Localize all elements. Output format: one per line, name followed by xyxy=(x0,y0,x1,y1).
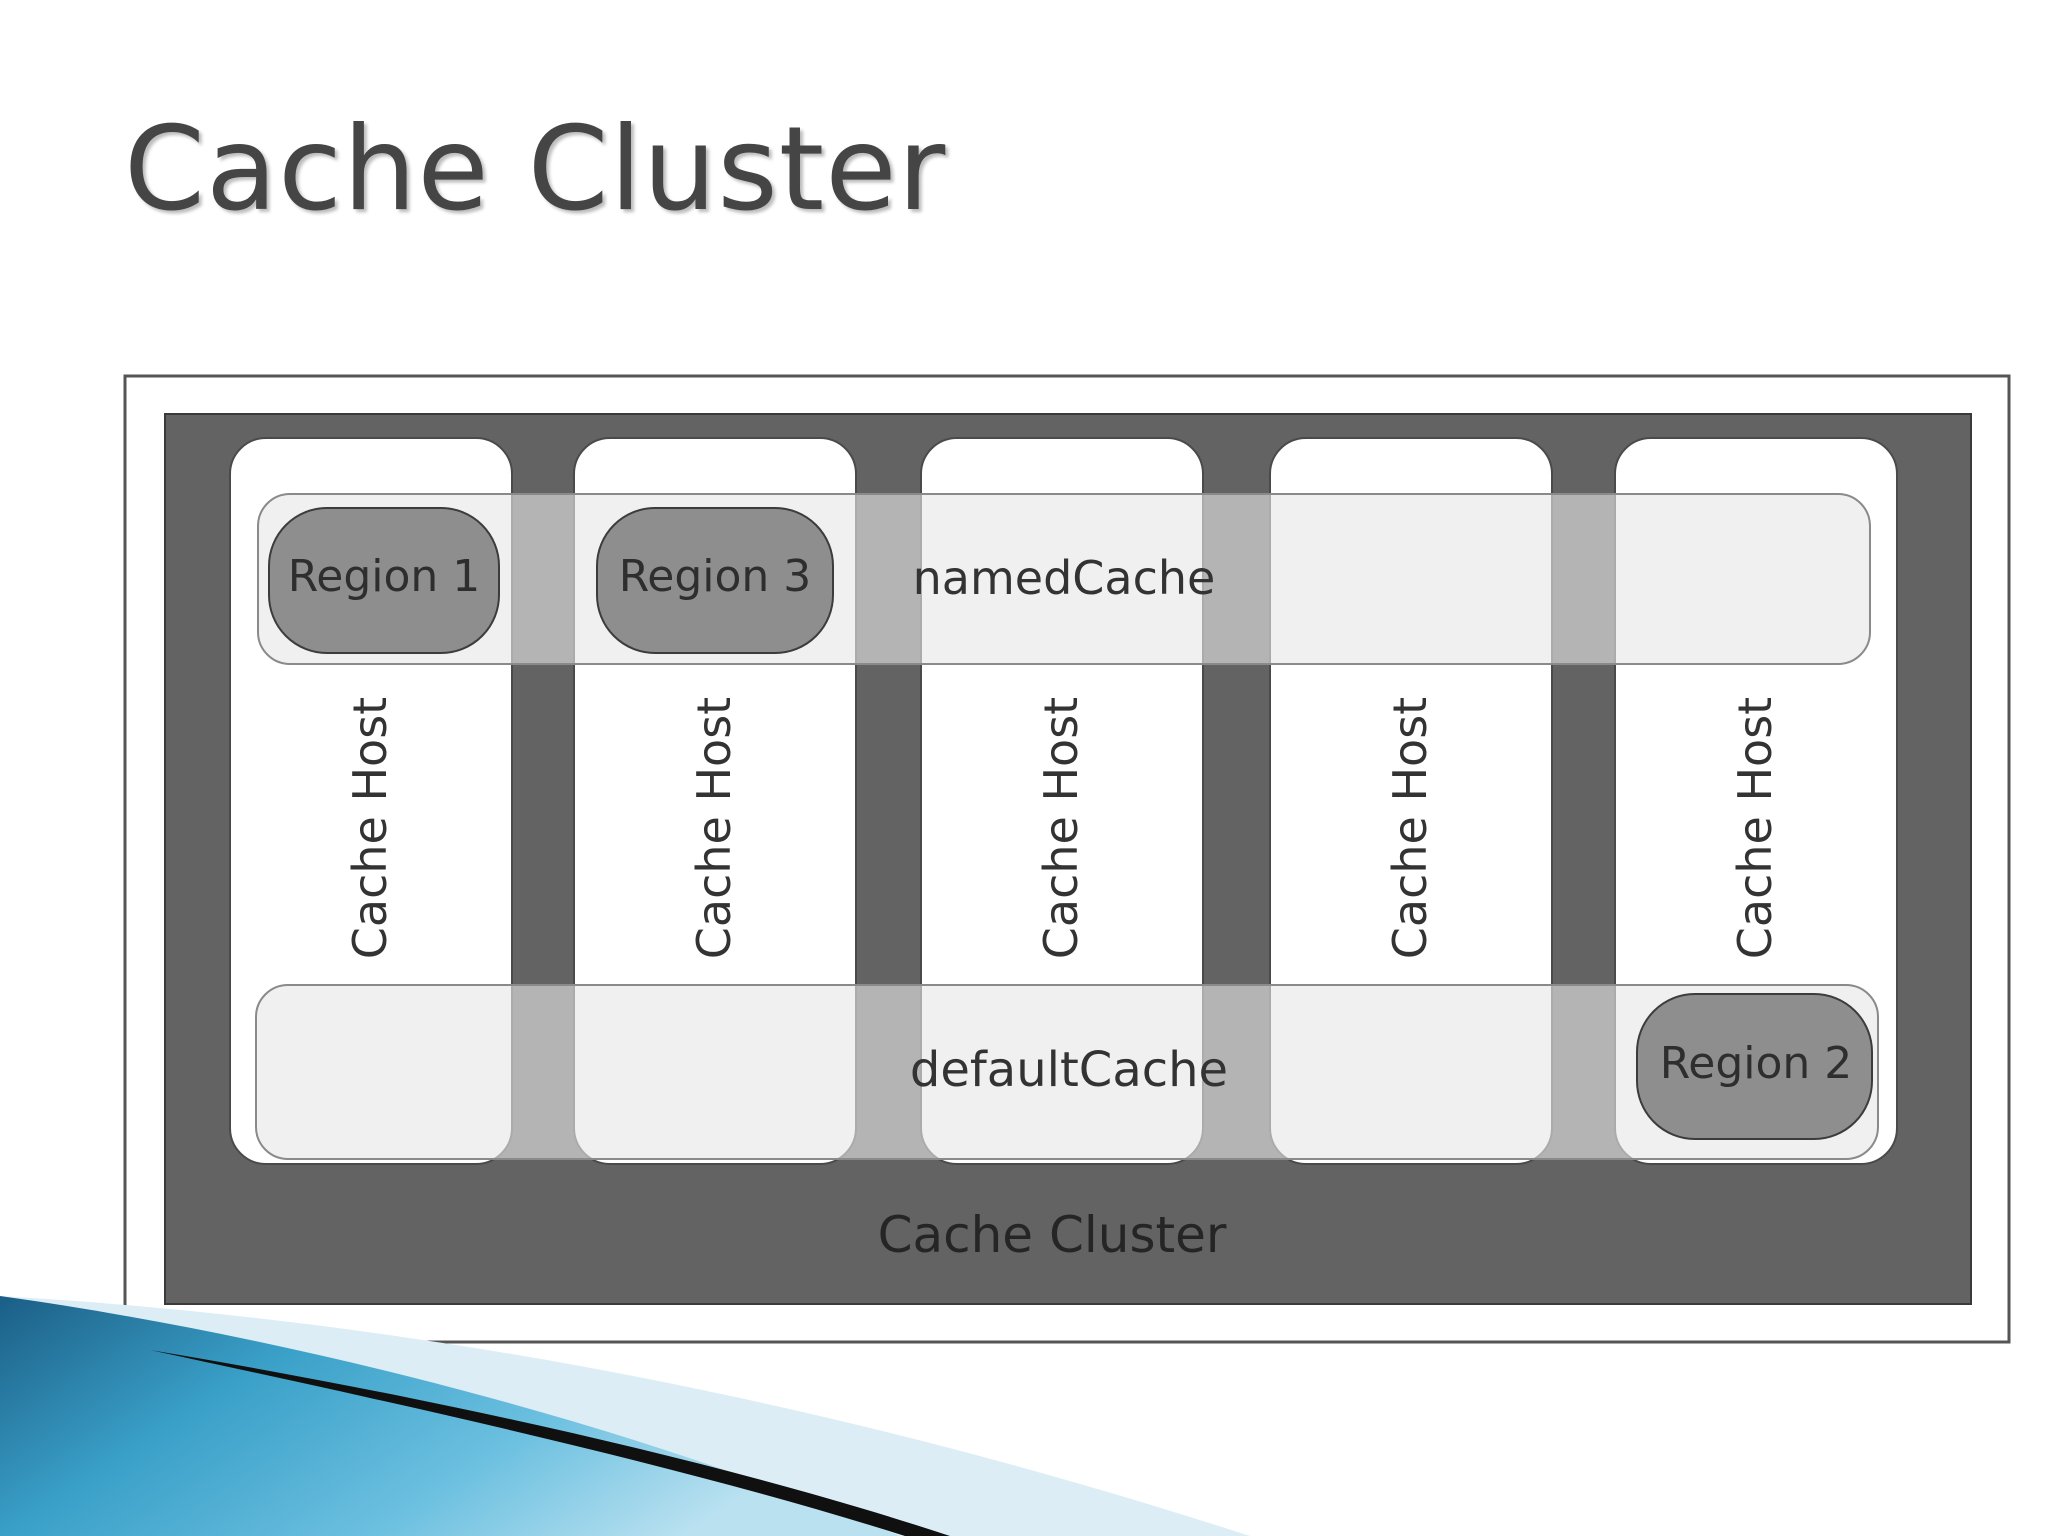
swoosh-dark-line xyxy=(150,1350,950,1536)
default-cache-band xyxy=(255,984,1879,1160)
cache-cluster-label: Cache Cluster xyxy=(878,1206,1227,1264)
cache-host-5-label: Cache Host xyxy=(1728,697,1782,959)
region-2-shape xyxy=(1636,993,1873,1140)
region-1-shape xyxy=(268,507,500,654)
default-cache-label: defaultCache xyxy=(910,1042,1228,1098)
cache-host-2-label: Cache Host xyxy=(687,697,741,959)
region-2-label: Region 2 xyxy=(1660,1038,1853,1089)
region-3-shape xyxy=(596,507,834,654)
named-cache-label: namedCache xyxy=(913,551,1216,605)
region-1-label: Region 1 xyxy=(288,551,481,602)
cache-host-1-label: Cache Host xyxy=(343,697,397,959)
region-3-label: Region 3 xyxy=(619,551,812,602)
cache-host-4-label: Cache Host xyxy=(1383,697,1437,959)
slide-title: Cache Cluster xyxy=(124,102,947,237)
cache-host-3-label: Cache Host xyxy=(1034,697,1088,959)
